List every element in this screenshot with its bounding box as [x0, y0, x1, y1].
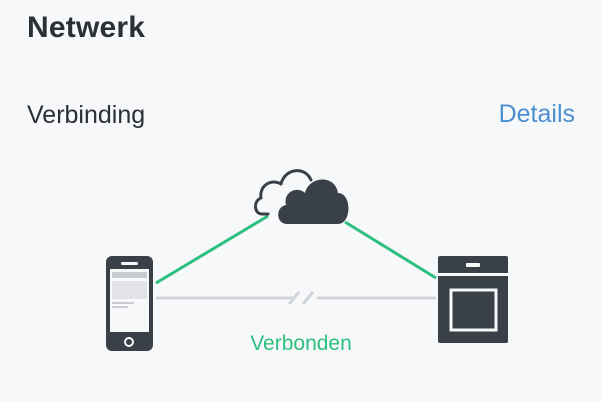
connection-status: Verbonden — [0, 331, 602, 357]
link-cloud-oven-connected — [344, 220, 437, 280]
page-title: Netwerk — [27, 11, 146, 44]
smartphone-icon — [106, 256, 153, 351]
details-link[interactable]: Details — [498, 100, 575, 128]
connection-label: Verbinding — [27, 101, 146, 129]
link-phone-oven-disconnected — [156, 291, 436, 305]
oven-icon — [438, 256, 508, 343]
cloud-icon — [254, 169, 349, 224]
link-phone-cloud-connected — [155, 214, 269, 285]
connection-status-label: Verbonden — [250, 332, 352, 355]
